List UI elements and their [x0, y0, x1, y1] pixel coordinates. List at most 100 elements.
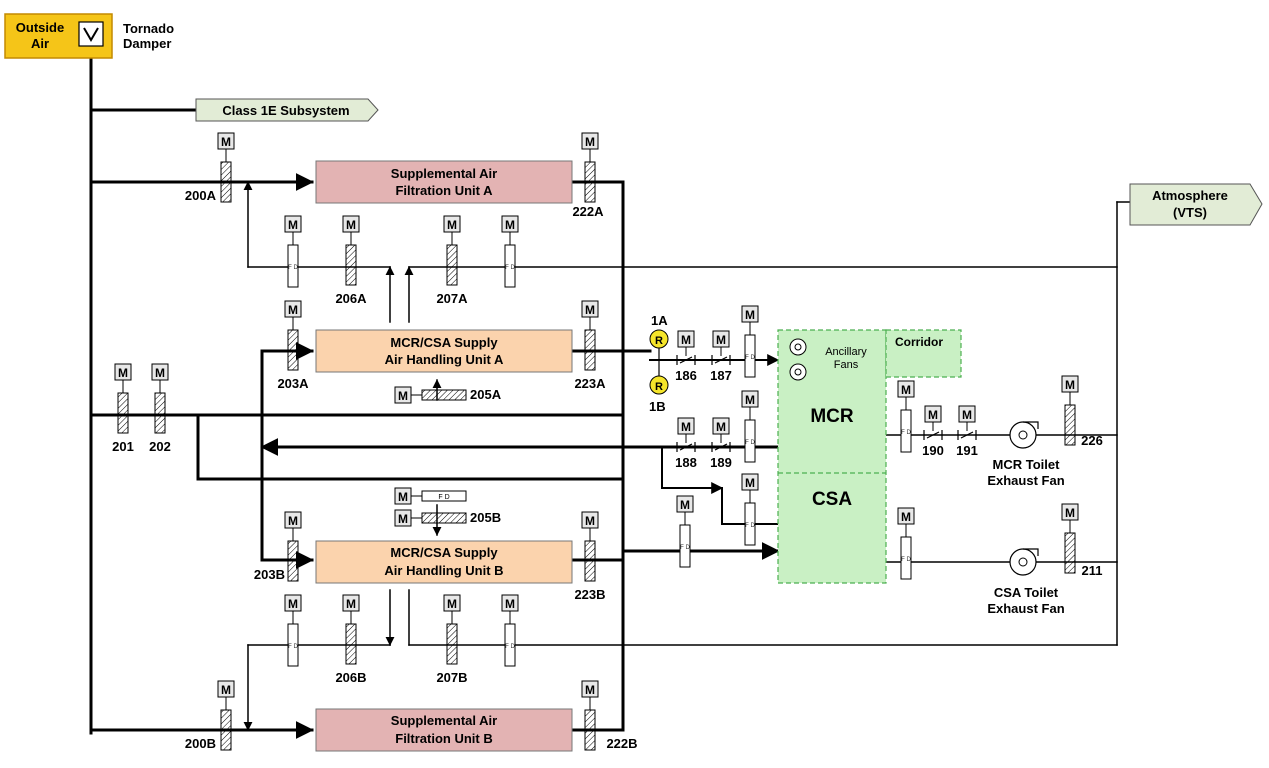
outside-air-line2: Air — [31, 36, 49, 51]
rad-1b-label: 1B — [649, 399, 666, 414]
damper-202-label: 202 — [149, 439, 171, 454]
damper-223B-motor-label: M — [585, 514, 595, 528]
damper-200A-label: 200A — [185, 188, 217, 203]
fire-damper-8: M F D — [676, 495, 694, 568]
damper-206A-label: 206A — [335, 291, 367, 306]
damper-226-motor-label: M — [1065, 378, 1075, 392]
corridor-label: Corridor — [895, 335, 943, 349]
ancillary-fans-line2: Fans — [834, 359, 859, 371]
valve-190-motor-label: M — [928, 408, 938, 422]
damper-222A-icon — [584, 161, 596, 203]
damper-203A-motor-label: M — [288, 303, 298, 317]
ahu-b-line2: Air Handling Unit B — [384, 563, 503, 578]
damper-222B-label: 222B — [606, 736, 637, 751]
fire-damper-8-motor-label: M — [680, 498, 690, 512]
valve-189-icon — [711, 442, 731, 452]
fire-damper-7-symbol: F D — [745, 523, 755, 529]
damper-211-label: 211 — [1082, 563, 1103, 578]
damper-222B: M 222B — [581, 680, 638, 751]
damper-226-label: 226 — [1081, 433, 1103, 448]
csa-toilet-line1: CSA Toilet — [994, 585, 1059, 600]
valve-191-icon — [957, 430, 977, 440]
fire-damper-205b-top-symbol: F D — [438, 494, 449, 501]
fire-damper-8-symbol: F D — [680, 545, 690, 551]
valve-186-label: 186 — [675, 368, 697, 383]
fire-damper-7-motor-label: M — [745, 476, 755, 490]
damper-205B-icon — [421, 512, 467, 524]
rad-1b-symbol: R — [655, 381, 663, 393]
atmosphere-tag: Atmosphere (VTS) — [1129, 183, 1263, 226]
outside-air-box: Outside Air — [4, 13, 113, 59]
tornado-damper-icon — [78, 21, 104, 47]
rooms: MCR CSA Corridor Ancillary Fans — [777, 329, 962, 584]
ancillary-fan-icon — [789, 338, 807, 381]
fire-damper-6-motor-label: M — [745, 393, 755, 407]
fire-damper-4: M F D — [501, 594, 519, 667]
class1e-label: Class 1E Subsystem — [222, 103, 349, 118]
damper-226: M 226 — [1061, 375, 1103, 448]
damper-206A-motor-label: M — [346, 218, 356, 232]
valve-190-label: 190 — [922, 443, 944, 458]
csa-toilet-fan-icon — [1009, 548, 1037, 576]
damper-205A-label: 205A — [470, 387, 502, 402]
damper-223A-motor-label: M — [585, 303, 595, 317]
damper-202-motor-label: M — [155, 366, 165, 380]
ahu-a-line1: MCR/CSA Supply — [390, 335, 498, 350]
damper-205B-label: 205B — [470, 510, 501, 525]
damper-203A-label: 203A — [277, 376, 309, 391]
safu-a: Supplemental Air Filtration Unit A — [315, 160, 573, 204]
damper-200B-icon — [220, 709, 232, 751]
damper-207A-label: 207A — [436, 291, 468, 306]
damper-206B-motor-label: M — [346, 597, 356, 611]
ahu-b: MCR/CSA Supply Air Handling Unit B — [315, 540, 573, 584]
radiation-monitor-1a: 1A R — [649, 313, 669, 349]
fire-damper-4-motor-label: M — [505, 597, 515, 611]
damper-223B: M 223B — [574, 511, 606, 602]
damper-203B-motor-label: M — [288, 514, 298, 528]
tornado-damper-line2: Damper — [123, 36, 171, 51]
fire-damper-5-symbol: F D — [745, 355, 755, 361]
fire-damper-205b-top-motor-label: M — [398, 490, 408, 504]
csa-label: CSA — [812, 489, 852, 510]
safu-b: Supplemental Air Filtration Unit B — [315, 708, 573, 752]
safu-b-line1: Supplemental Air — [391, 713, 497, 728]
fire-damper-2-icon — [504, 244, 516, 288]
fire-damper-5-icon — [744, 334, 756, 378]
fire-damper-3-motor-label: M — [288, 597, 298, 611]
fire-damper-205b-top-icon — [421, 490, 467, 502]
damper-222A-label: 222A — [572, 204, 604, 219]
damper-226-icon — [1064, 404, 1076, 446]
safu-a-line1: Supplemental Air — [391, 166, 497, 181]
fire-damper-4-icon — [504, 623, 516, 667]
damper-200B-label: 200B — [185, 736, 216, 751]
valve-191-label: 191 — [956, 443, 978, 458]
fire-damper-4-symbol: F D — [505, 644, 515, 650]
valve-190: M 190 — [922, 405, 944, 458]
fire-damper-9-motor-label: M — [901, 383, 911, 397]
ahu-b-line1: MCR/CSA Supply — [390, 545, 498, 560]
valve-187-icon — [711, 355, 731, 365]
ahu-a: MCR/CSA Supply Air Handling Unit A — [315, 329, 573, 373]
fire-damper-9-symbol: F D — [901, 430, 911, 436]
damper-223B-label: 223B — [574, 587, 605, 602]
mcr-toilet-fan-icon — [1009, 421, 1037, 449]
damper-222B-icon — [584, 709, 596, 751]
fire-damper-9: M F D — [897, 380, 915, 453]
damper-211: M 211 — [1061, 503, 1103, 578]
damper-211-motor-label: M — [1065, 506, 1075, 520]
damper-222B-motor-label: M — [585, 683, 595, 697]
fire-damper-7: M F D — [741, 473, 759, 546]
piping — [89, 56, 1131, 739]
fire-damper-3: MF D — [284, 594, 302, 667]
damper-203A-icon — [287, 329, 299, 371]
